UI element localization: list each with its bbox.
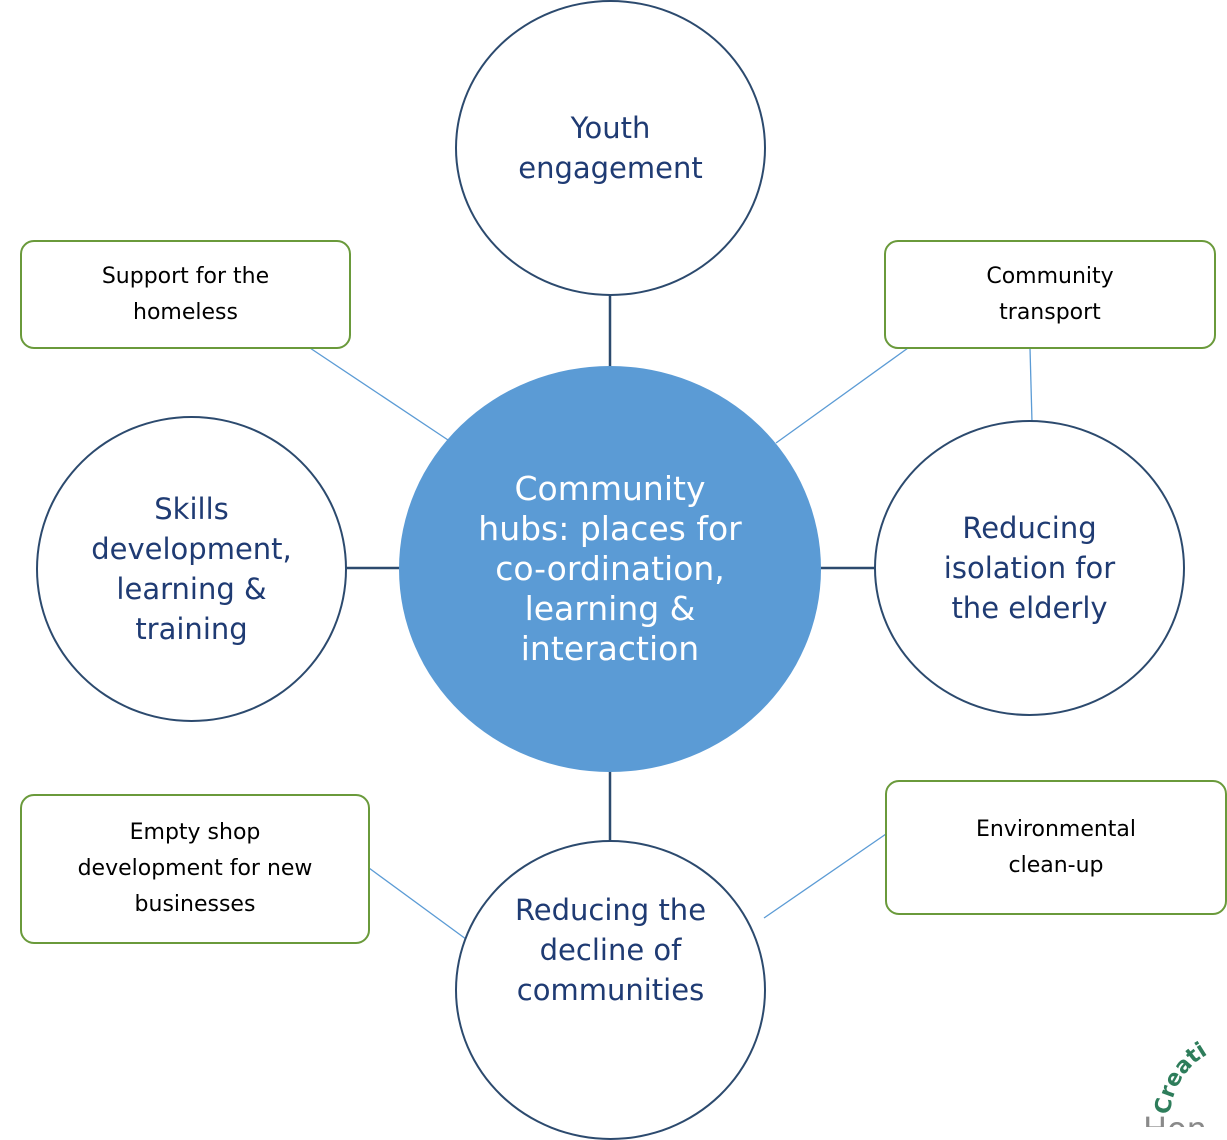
connector-homeless-hub [309,347,449,441]
logo-graphic: Creati Hon [1143,1038,1211,1127]
circle-reducing-decline: Reducing the decline of communities [455,840,766,1140]
reducing-isolation-label: Reducing isolation for the elderly [943,511,1116,625]
skills-development-label: Skills development, learning & training [91,492,292,646]
community-transport-label: Community transport [986,263,1114,325]
logo-text-bottom: Hon [1143,1110,1207,1127]
box-support-homeless: Support for the homeless [20,240,351,349]
reducing-decline-label: Reducing the decline of communities [514,893,707,1007]
connector-transport-hub [775,347,909,444]
connector-emptyshop-decline [368,867,471,943]
youth-engagement-label: Youth engagement [518,111,703,185]
box-environmental-cleanup: Environmental clean-up [885,780,1227,915]
environmental-cleanup-label: Environmental clean-up [975,816,1137,878]
circle-skills-development: Skills development, learning & training [36,416,347,722]
circle-reducing-isolation: Reducing isolation for the elderly [874,420,1185,716]
logo-text-top: Creati [1151,1038,1211,1116]
empty-shop-label: Empty shop development for new businesse… [77,820,313,917]
hub-label: Community hubs: places for co-ordination… [478,469,742,668]
box-community-transport: Community transport [884,240,1216,349]
connector-environment-decline [763,833,887,919]
creative-homes-logo: Creati Hon [1125,1020,1227,1127]
support-homeless-label: Support for the homeless [101,263,270,325]
circle-youth-engagement: Youth engagement [455,0,766,296]
connector-transport-isolation [1029,347,1033,423]
central-hub: Community hubs: places for co-ordination… [399,366,821,772]
box-empty-shop: Empty shop development for new businesse… [20,794,370,944]
